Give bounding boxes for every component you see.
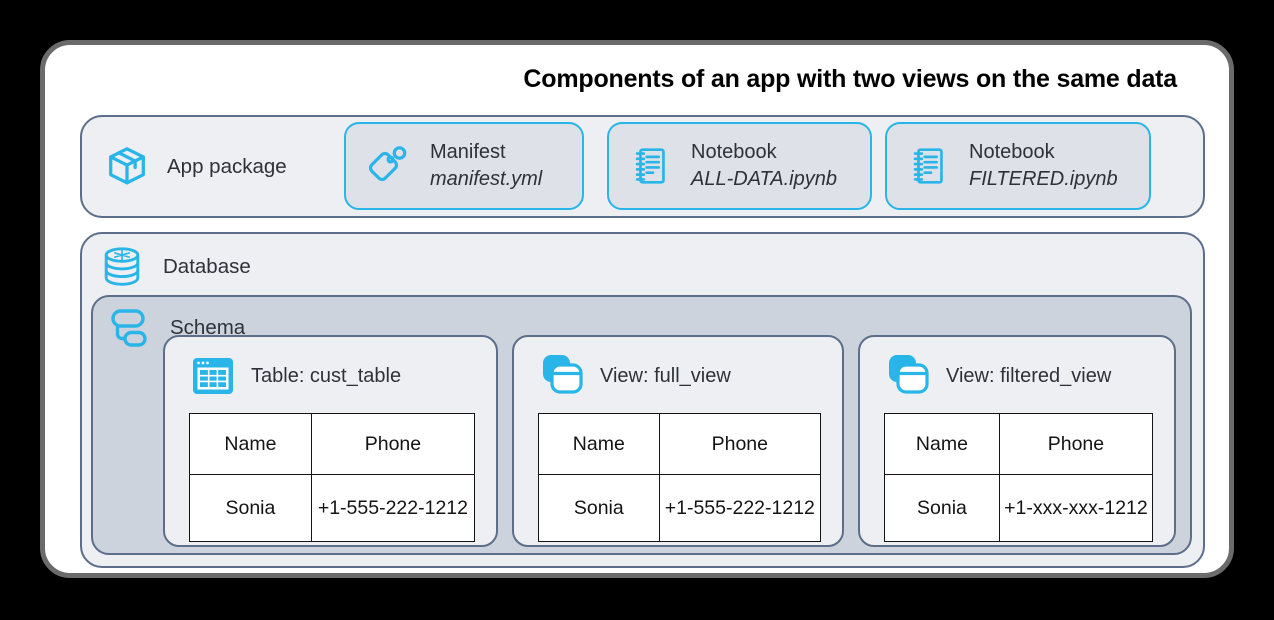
database-header: Database [82,234,1203,290]
cell-name: Sonia [884,474,1000,542]
table-row: Sonia +1-555-222-1212 [538,474,822,542]
chip-text: Notebook FILTERED.ipynb [969,139,1118,193]
column-header: Phone [658,413,822,475]
notebook-all-data-chip: Notebook ALL-DATA.ipynb [607,122,872,210]
schema-icon [104,304,152,352]
cell-name: Sonia [538,474,660,542]
app-package-label: App package [167,154,287,178]
table-icon [189,352,237,400]
table-card-header: Table: cust_table [189,352,475,400]
filtered-view-card: View: filtered_view Name Phone Sonia +1-… [858,335,1176,547]
chip-title: Manifest [430,141,506,163]
diagram-title: Components of an app with two views on t… [523,65,1177,93]
app-package-box: App package Manifest manifest.yml [80,115,1205,218]
cell-phone: +1-555-222-1212 [658,474,822,542]
table-card-title: Table: cust_table [251,364,402,387]
tag-icon [365,142,413,190]
column-header: Phone [310,413,476,475]
database-box: Database Schema [80,232,1205,568]
database-label: Database [163,255,251,278]
chip-text: Notebook ALL-DATA.ipynb [691,139,837,193]
notebook-icon [906,143,952,189]
column-header: Name [538,413,660,475]
cust-table-data: Name Phone Sonia +1-555-222-1212 [189,413,476,542]
full-view-data: Name Phone Sonia +1-555-222-1212 [538,413,822,542]
filtered-view-card-header: View: filtered_view [884,352,1153,400]
diagram-card: Components of an app with two views on t… [40,40,1234,578]
full-view-card-title: View: full_view [600,364,731,387]
filtered-view-card-title: View: filtered_view [946,364,1112,387]
view-icon [538,352,586,400]
table-row: Sonia +1-555-222-1212 [189,474,476,542]
package-icon [104,144,150,190]
schema-objects-row: Table: cust_table Name Phone Sonia +1-55… [163,335,1176,547]
schema-label: Schema [170,316,246,339]
column-header: Name [189,413,312,475]
notebook-filtered-chip: Notebook FILTERED.ipynb [885,122,1151,210]
schema-box: Schema [91,295,1192,555]
column-header: Name [884,413,1000,475]
table-header-row: Name Phone [884,413,1154,475]
table-card: Table: cust_table Name Phone Sonia +1-55… [163,335,498,547]
chip-title: Notebook [969,141,1055,163]
table-header-row: Name Phone [538,413,822,475]
cell-phone: +1-xxx-xxx-1212 [998,474,1154,542]
database-icon [99,244,145,290]
chip-subtitle: ALL-DATA.ipynb [691,168,837,190]
column-header: Phone [998,413,1154,475]
table-row: Sonia +1-xxx-xxx-1212 [884,474,1154,542]
schema-header: Schema [93,297,1190,352]
chip-title: Notebook [691,141,777,163]
chip-subtitle: FILTERED.ipynb [969,168,1118,190]
manifest-chip: Manifest manifest.yml [344,122,584,210]
chip-text: Manifest manifest.yml [430,139,542,193]
chip-subtitle: manifest.yml [430,168,543,190]
filtered-view-data: Name Phone Sonia +1-xxx-xxx-1212 [884,413,1154,542]
cell-phone: +1-555-222-1212 [310,474,476,542]
full-view-card: View: full_view Name Phone Sonia +1-555-… [512,335,844,547]
table-header-row: Name Phone [189,413,476,475]
cell-name: Sonia [189,474,312,542]
full-view-card-header: View: full_view [538,352,821,400]
view-icon [884,352,932,400]
notebook-icon [628,143,674,189]
